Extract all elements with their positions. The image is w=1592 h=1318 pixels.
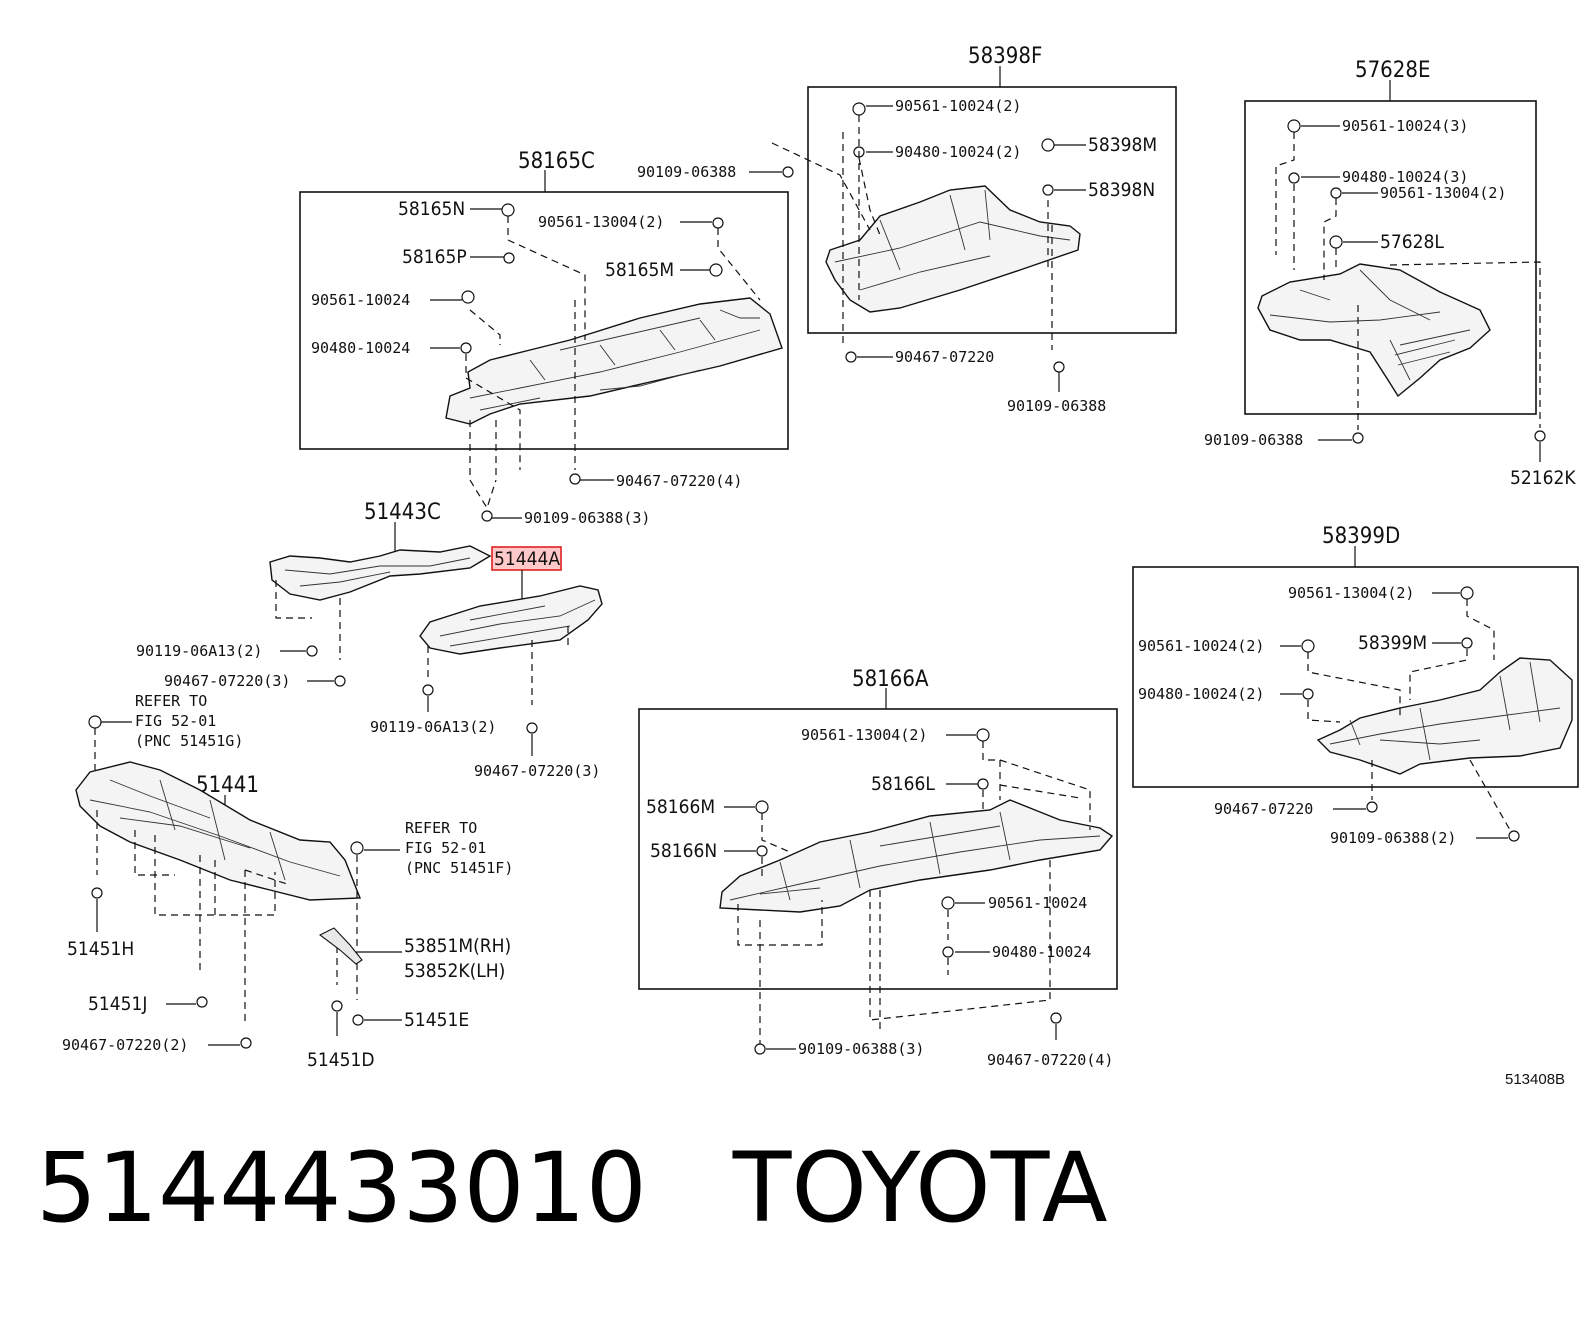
label-90109-06388-3-b: 90109-06388(3): [798, 1040, 924, 1058]
part-number: 5144433010: [36, 1132, 647, 1244]
label-90467-07220-4: 90467-07220(4): [616, 472, 742, 490]
cover-51443C[interactable]: [269, 545, 492, 601]
label-90467-07220-2: 90467-07220(2): [62, 1036, 188, 1054]
under-cover-58398F[interactable]: [825, 185, 1081, 313]
label-90561-10024-3: 90561-10024(3): [1342, 117, 1468, 135]
under-cover-58399D[interactable]: [1316, 657, 1573, 775]
diagram-code: 513408B: [1505, 1071, 1565, 1088]
group-51443C-51444A: 51443C 51444A 90119-06A13(2) 90467-07220…: [136, 500, 603, 780]
brand-name: TOYOTA: [732, 1132, 1108, 1244]
group-58399D: 58399D 90561-13004(2) 58399M 90561-10024…: [1132, 524, 1579, 847]
label-90561-10024-2: 90561-10024(2): [895, 97, 1021, 115]
label-90561-13004-b: 90561-13004(2): [1380, 184, 1506, 202]
cover-51444A[interactable]: [419, 585, 603, 655]
group-58166A: 58166A 90561-13004(2) 58166L 58166M 5816…: [638, 667, 1118, 1069]
box-58398F: [807, 86, 1177, 334]
label-51451J: 51451J: [88, 993, 147, 1015]
label-90561-13004: 90561-13004(2): [538, 213, 664, 231]
label-90480-10024-3: 90480-10024(3): [1342, 168, 1468, 186]
label-51451D: 51451D: [307, 1049, 375, 1071]
label-90119-06A13-a: 90119-06A13(2): [136, 642, 262, 660]
label-90561-13004-c: 90561-13004(2): [801, 726, 927, 744]
box-58165C: [299, 191, 789, 450]
label-90109-06388-b: 90109-06388: [1007, 397, 1106, 415]
label-90561-10024-b: 90561-10024: [988, 894, 1087, 912]
label-58166N: 58166N: [650, 840, 717, 862]
label-58398F: 58398F: [968, 44, 1042, 69]
label-53851M: 53851M(RH): [404, 935, 511, 957]
group-58398F: 58398F 90561-10024(2) 90480-10024(2) 583…: [637, 44, 1177, 415]
label-58398N: 58398N: [1088, 179, 1155, 201]
label-90467-07220-b: 90467-07220: [1214, 800, 1313, 818]
refer1-line3: (PNC 51451G): [135, 732, 243, 750]
under-cover-58165C[interactable]: [445, 297, 783, 425]
label-58166L: 58166L: [871, 773, 935, 795]
bracket-53851M: [318, 927, 363, 965]
label-90467-07220-3-b: 90467-07220(3): [474, 762, 600, 780]
refer2-line3: (PNC 51451F): [405, 859, 513, 877]
group-51441: 51441 REFER TO FIG 52-01 (PNC 51451G) RE…: [62, 692, 513, 1071]
label-90119-06A13-b: 90119-06A13(2): [370, 718, 496, 736]
label-58165C: 58165C: [518, 149, 595, 174]
label-90109-06388-3: 90109-06388(3): [524, 509, 650, 527]
label-90480-10024-b: 90480-10024: [992, 943, 1091, 961]
label-58165M: 58165M: [605, 259, 674, 281]
label-52162K: 52162K: [1510, 467, 1576, 489]
label-90109-06388-a: 90109-06388: [637, 163, 736, 181]
refer1-line2: FIG 52-01: [135, 712, 216, 730]
label-90467-07220-3-a: 90467-07220(3): [164, 672, 290, 690]
label-58399D: 58399D: [1322, 524, 1400, 549]
refer2-line2: FIG 52-01: [405, 839, 486, 857]
label-58398M: 58398M: [1088, 134, 1157, 156]
box-58166A: [638, 708, 1118, 990]
label-51451E: 51451E: [404, 1009, 469, 1031]
label-58165N: 58165N: [398, 198, 465, 220]
label-90480-10024: 90480-10024: [311, 339, 410, 357]
group-57628E: 57628E 90561-10024(3) 90480-10024(3) 905…: [1204, 58, 1576, 489]
label-51443C: 51443C: [364, 500, 441, 525]
label-90467-07220-a: 90467-07220: [895, 348, 994, 366]
label-90561-13004-d: 90561-13004(2): [1288, 584, 1414, 602]
label-58166A: 58166A: [852, 667, 929, 692]
under-cover-57628E[interactable]: [1257, 263, 1491, 398]
label-57628L: 57628L: [1380, 231, 1444, 253]
label-51444A: 51444A: [494, 548, 560, 570]
group-58165C: 58165C 58165N 58165P 90561-13004(2) 5816…: [299, 149, 789, 527]
label-90480-10024-2-b: 90480-10024(2): [1138, 685, 1264, 703]
refer1-line1: REFER TO: [135, 692, 207, 710]
label-51451H: 51451H: [67, 938, 134, 960]
label-58399M: 58399M: [1358, 632, 1427, 654]
under-cover-58166A[interactable]: [719, 799, 1114, 913]
label-90561-10024-2-b: 90561-10024(2): [1138, 637, 1264, 655]
label-90109-06388-c: 90109-06388: [1204, 431, 1303, 449]
label-58165P: 58165P: [402, 246, 467, 268]
highlight-51444A: [491, 546, 562, 571]
label-90109-06388-2: 90109-06388(2): [1330, 829, 1456, 847]
label-58166M: 58166M: [646, 796, 715, 818]
label-90561-10024: 90561-10024: [311, 291, 410, 309]
label-90480-10024-2: 90480-10024(2): [895, 143, 1021, 161]
clip-58165N: [501, 203, 515, 217]
label-90467-07220-4-b: 90467-07220(4): [987, 1051, 1113, 1069]
label-57628E: 57628E: [1355, 58, 1430, 83]
label-53852K: 53852K(LH): [404, 960, 505, 982]
refer2-line1: REFER TO: [405, 819, 477, 837]
